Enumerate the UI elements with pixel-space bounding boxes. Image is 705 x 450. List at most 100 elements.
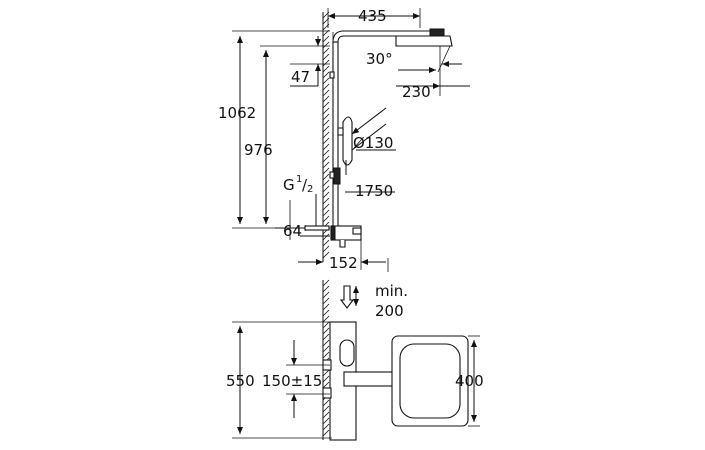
- wall-hatch-line: [322, 59, 330, 67]
- dimension-head-square: 400: [455, 335, 484, 427]
- wall-hatch-line: [322, 185, 330, 193]
- wall-hatch-line: [322, 95, 330, 103]
- dimension-bottom-height: 550: [226, 321, 332, 439]
- wall-hatch-line: [322, 429, 330, 437]
- wall-hatch-line: [322, 89, 330, 97]
- dimension-arm-length: 435: [327, 7, 421, 28]
- wall-front: [322, 279, 330, 440]
- wall-hatch-line: [322, 303, 330, 311]
- dimension-center-distance: 150±15: [262, 340, 330, 418]
- wall-hatch-line: [322, 291, 330, 299]
- dimension-head-width: 230: [396, 46, 470, 101]
- wall-hatch-line: [322, 399, 330, 407]
- arm-length-label: 435: [358, 7, 387, 25]
- rail-height-label: 976: [244, 141, 273, 159]
- wall-hatch-line: [322, 197, 330, 205]
- wall-hatch-line: [322, 315, 330, 323]
- wall-side: [322, 11, 330, 262]
- wall-hatch-line: [322, 167, 330, 175]
- thread-prefix: G: [283, 176, 295, 194]
- front-view: min. 200 550: [226, 279, 484, 441]
- center-distance-label: 150±15: [262, 372, 322, 390]
- dimension-inlet-offset: 64: [275, 200, 330, 240]
- dimension-upper-offset: 47: [260, 36, 330, 87]
- wall-hatch-line: [322, 209, 330, 217]
- wall-hatch-line: [322, 35, 330, 43]
- wall-hatch-line: [322, 155, 330, 163]
- wall-hatch-line: [322, 239, 330, 247]
- wall-hatch-line: [322, 381, 330, 389]
- wall-hatch-line: [322, 71, 330, 79]
- wall-hatch-line: [322, 279, 330, 287]
- wall-hatch-line: [322, 143, 330, 151]
- wall-hatch-line: [322, 369, 330, 377]
- head-square-label: 400: [455, 372, 484, 390]
- wall-hatch-line: [322, 137, 330, 145]
- wall-hatch-line: [322, 65, 330, 73]
- shelf-depth-label: 152: [329, 254, 358, 272]
- wall-hatch-line: [322, 191, 330, 199]
- wall-hatch-line: [322, 161, 330, 169]
- tilt-angle-label: 30°: [366, 50, 393, 68]
- wall-hatch-line: [322, 321, 330, 329]
- upper-offset-label: 47: [291, 68, 310, 86]
- wall-hatch-line: [322, 417, 330, 425]
- wall-hatch-line: [322, 113, 330, 121]
- thread-denominator: 2: [307, 184, 313, 195]
- wall-hatch-line: [322, 251, 330, 259]
- handshower-diameter-label: Ø130: [353, 134, 393, 152]
- wall-hatch-line: [322, 245, 330, 253]
- hose-length-label: 1750: [355, 182, 393, 200]
- wall-hatch-line: [322, 423, 330, 431]
- wall-hatch-line: [322, 119, 330, 127]
- wall-hatch-line: [322, 101, 330, 109]
- wall-hatch-line: [322, 375, 330, 383]
- dimension-shelf-depth: 152: [298, 240, 389, 272]
- clearance-indicator: min. 200: [339, 282, 408, 320]
- wall-hatch-line: [322, 339, 330, 347]
- wall-hatch-line: [322, 107, 330, 115]
- clearance-label: min.: [375, 282, 408, 300]
- wall-hatch-line: [322, 41, 330, 49]
- wall-hatch-line: [322, 179, 330, 187]
- side-view: 435 30° 230 47: [218, 7, 470, 272]
- thread-numerator: 1: [296, 174, 302, 185]
- total-height-label: 1062: [218, 104, 256, 122]
- wall-hatch-line: [322, 203, 330, 211]
- bottom-height-label: 550: [226, 372, 255, 390]
- thread-callout: G 1 / 2: [283, 174, 317, 228]
- overhead-shower-head: [395, 28, 453, 47]
- dimension-total-height: 1062: [218, 30, 330, 229]
- dimension-hose-length: 1750: [345, 182, 395, 200]
- wall-hatch-line: [322, 149, 330, 157]
- dimension-tilt-angle: 30°: [366, 45, 462, 73]
- overhead-head-top-view: [391, 335, 469, 427]
- wall-hatch-line: [322, 125, 330, 133]
- dimension-handshower-diameter: Ø130: [351, 107, 396, 152]
- wall-hatch-line: [322, 173, 330, 181]
- inlet-offset-label: 64: [283, 222, 302, 240]
- wall-hatch-line: [322, 53, 330, 61]
- wall-hatch-line: [322, 309, 330, 317]
- wall-hatch-line: [322, 131, 330, 139]
- wall-hatch-line: [322, 83, 330, 91]
- wall-hatch-line: [322, 285, 330, 293]
- wall-hatch-line: [322, 47, 330, 55]
- wall-hatch-line: [322, 351, 330, 359]
- wall-hatch-line: [322, 405, 330, 413]
- wall-hatch-line: [322, 215, 330, 223]
- hand-shower: [333, 116, 353, 185]
- clearance-value: 200: [375, 302, 404, 320]
- thermostat-shelf: [330, 225, 362, 248]
- wall-hatch-line: [322, 345, 330, 353]
- head-width-label: 230: [402, 83, 431, 101]
- wall-hatch-line: [322, 327, 330, 335]
- wall-hatch-line: [322, 411, 330, 419]
- wall-hatch-line: [322, 333, 330, 341]
- thread-slash: /: [302, 176, 308, 194]
- wall-hatch-line: [322, 77, 330, 85]
- wall-hatch-line: [322, 297, 330, 305]
- dimension-rail-height: 976: [244, 50, 273, 224]
- wall-hatch-line: [322, 233, 330, 241]
